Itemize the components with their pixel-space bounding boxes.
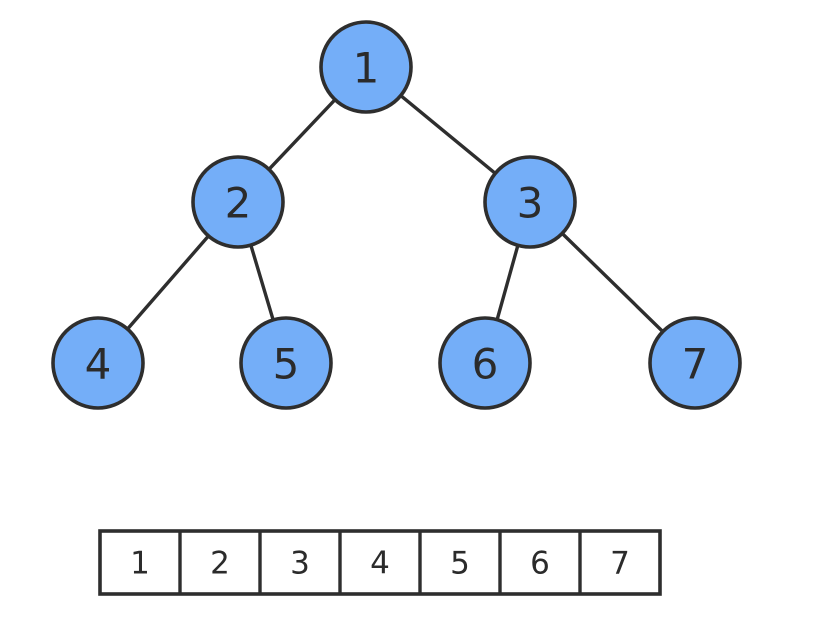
tree-node-2[interactable]: 2 <box>191 155 285 249</box>
array-cell-2[interactable]: 3 <box>290 546 310 582</box>
node-label-5: 5 <box>273 340 300 389</box>
node-circle-2 <box>191 155 285 249</box>
node-label-4: 4 <box>85 340 112 389</box>
array-cell-0[interactable]: 1 <box>130 546 150 582</box>
node-circle-3 <box>483 155 577 249</box>
node-circle-5 <box>239 316 333 410</box>
array-cell-3[interactable]: 4 <box>370 546 390 582</box>
tree-node-5[interactable]: 5 <box>239 316 333 410</box>
array-representation: 1 2 3 4 5 6 7 <box>98 529 662 596</box>
node-circle-4 <box>51 316 145 410</box>
node-label-6: 6 <box>472 340 499 389</box>
tree-node-7[interactable]: 7 <box>648 316 742 410</box>
node-label-2: 2 <box>225 179 252 228</box>
node-label-1: 1 <box>353 44 380 93</box>
node-circle-7 <box>648 316 742 410</box>
tree-nodes: 1 2 3 4 5 6 7 <box>51 20 742 410</box>
tree-node-3[interactable]: 3 <box>483 155 577 249</box>
array-cell-1[interactable]: 2 <box>210 546 230 582</box>
array-border <box>98 529 662 596</box>
array-cell-4[interactable]: 5 <box>450 546 470 582</box>
array-cell-6[interactable]: 7 <box>610 546 630 582</box>
node-label-3: 3 <box>517 179 544 228</box>
tree-node-1[interactable]: 1 <box>319 20 413 114</box>
node-circle-1 <box>319 20 413 114</box>
tree-node-4[interactable]: 4 <box>51 316 145 410</box>
tree-edges <box>96 65 697 365</box>
node-circle-6 <box>438 316 532 410</box>
array-cell-5[interactable]: 6 <box>530 546 550 582</box>
node-label-7: 7 <box>682 340 709 389</box>
tree-node-6[interactable]: 6 <box>438 316 532 410</box>
